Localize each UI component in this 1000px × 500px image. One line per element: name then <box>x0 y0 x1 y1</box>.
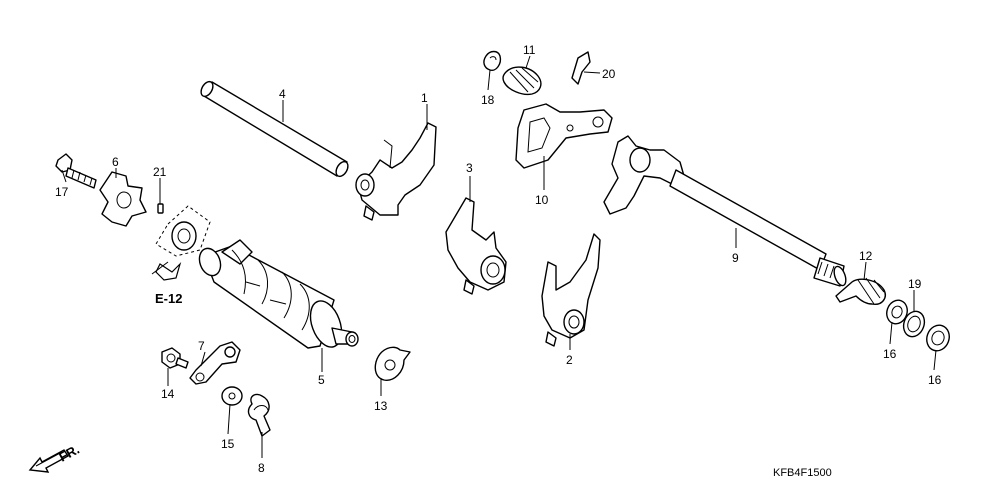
callout-16a: 16 <box>883 347 897 361</box>
part-washer-16a <box>886 299 908 325</box>
callout-11: 11 <box>523 43 536 57</box>
part-stopper-arm <box>189 341 241 385</box>
callout-2: 2 <box>566 353 573 367</box>
part-pin-20 <box>571 51 591 85</box>
part-snap-ring-18 <box>483 50 502 71</box>
part-return-spring-12 <box>835 277 886 305</box>
part-bolt-17 <box>55 153 97 189</box>
part-spring-11 <box>502 66 542 96</box>
callout-14: 14 <box>161 387 175 401</box>
part-bearing-reference <box>151 205 211 281</box>
callout-8: 8 <box>258 461 265 475</box>
part-oil-seal-19 <box>902 310 926 338</box>
callout-6: 6 <box>112 155 119 169</box>
part-gearshift-spindle <box>603 135 847 287</box>
arrow-left-icon <box>155 261 182 281</box>
part-washer-15 <box>221 386 243 406</box>
callout-7: 7 <box>198 339 205 353</box>
callout-15: 15 <box>221 437 235 451</box>
part-shift-fork-1 <box>355 122 437 221</box>
callout-21: 21 <box>153 165 167 179</box>
callout-18: 18 <box>481 93 495 107</box>
part-return-spring-8 <box>247 393 271 437</box>
part-shift-fork-2 <box>541 233 601 347</box>
callout-16b: 16 <box>928 373 942 387</box>
callout-12: 12 <box>859 249 873 263</box>
callout-17: 17 <box>55 185 69 199</box>
callout-19: 19 <box>908 277 922 291</box>
front-direction-arrow-icon <box>28 449 70 473</box>
leader-lines <box>61 55 937 458</box>
drawing-code: KFB4F1500 <box>773 467 832 479</box>
part-bolt-14 <box>161 347 189 369</box>
part-drum-center <box>99 171 147 227</box>
callout-3: 3 <box>466 161 473 175</box>
reference-label-e12: E-12 <box>155 291 182 306</box>
part-plate-13 <box>374 346 411 381</box>
callout-13: 13 <box>374 399 388 413</box>
callout-20: 20 <box>602 67 616 81</box>
part-shift-fork-3 <box>445 197 507 295</box>
callout-4: 4 <box>279 87 286 101</box>
part-shift-drum <box>198 239 359 349</box>
part-fork-shaft <box>200 80 349 178</box>
callout-9: 9 <box>732 251 739 265</box>
callout-1: 1 <box>421 91 428 105</box>
part-shift-plate <box>515 103 613 169</box>
callout-5: 5 <box>318 373 325 387</box>
callout-labels: 1 2 3 4 5 6 7 8 9 10 11 12 13 14 15 16 1… <box>55 43 942 475</box>
part-washer-16b <box>926 324 950 352</box>
callout-10: 10 <box>535 193 549 207</box>
front-direction-label: FR. <box>56 442 82 465</box>
part-dowel-pin <box>157 203 164 214</box>
